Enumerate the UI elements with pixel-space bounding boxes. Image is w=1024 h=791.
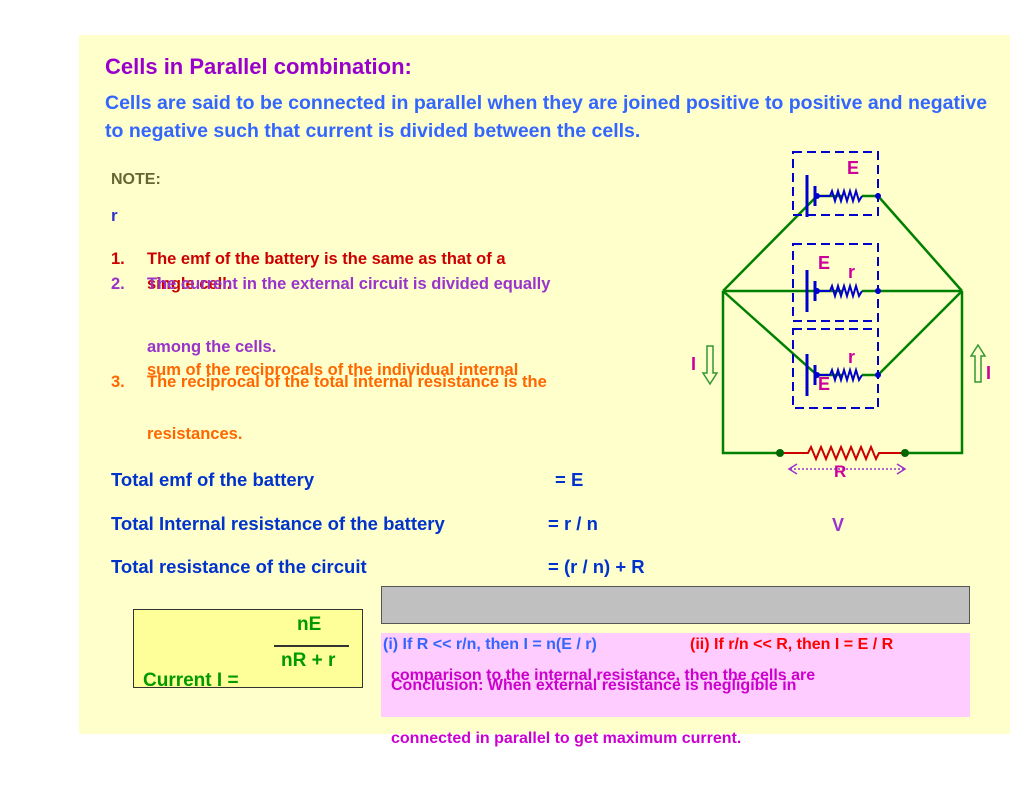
cell-box-2: [792, 243, 879, 322]
internal-label-r1: r: [848, 262, 856, 282]
note-r-label: r: [111, 206, 118, 225]
conclusion-box: [381, 633, 970, 717]
internal-resistors: [817, 187, 863, 384]
cell-box-3: [792, 328, 879, 409]
cell-plates: [805, 175, 817, 396]
note-label: NOTE:: [111, 171, 161, 188]
current-label-right: I: [986, 363, 992, 383]
voltage-label-v: V: [832, 515, 845, 535]
eq-emf-label: Total emf of the battery: [111, 469, 315, 490]
circuit-wires: [721, 194, 964, 455]
r-dimension-arrow: [787, 463, 907, 475]
case-2-text: (ii) If r/n << R, then I = E / R: [690, 636, 894, 653]
intro-text: Cells are said to be connected in parall…: [105, 92, 988, 142]
internal-label-r2: r: [848, 347, 856, 367]
eq-emf-value: = E: [555, 469, 584, 490]
item-2-number: 2.: [111, 275, 125, 293]
cell-box-1: [792, 151, 879, 216]
current-arrow-up: [969, 343, 987, 383]
formula-numerator: nE: [297, 614, 322, 635]
item-2-line2: among the cells.: [147, 338, 277, 356]
formula-denominator: nR + r: [281, 650, 336, 671]
cell-label-e1: E: [847, 158, 860, 178]
eq-internal-label: Total Internal resistance of the battery: [111, 513, 445, 534]
item-1-line2: single cell.: [147, 275, 232, 293]
eq-total-value: = (r / n) + R: [548, 556, 645, 577]
current-arrow-down: [701, 345, 719, 386]
item-3-line1: The reciprocal of the total internal res…: [147, 373, 547, 391]
item-3-number: 3.: [111, 373, 125, 391]
cell-label-e2: E: [818, 253, 831, 273]
gray-bar: [381, 586, 970, 624]
conclusion-overlap: comparison to the internal resistance, t…: [391, 667, 816, 684]
current-label-left: I: [691, 354, 697, 374]
external-label-r: R: [834, 462, 847, 481]
item-3-line2: resistances.: [147, 425, 243, 443]
current-formula-box: [133, 609, 363, 688]
item-3-overlap: sum of the reciprocals of the individual…: [147, 361, 519, 379]
fraction-bar: [274, 645, 349, 647]
conclusion-line1: Conclusion: When external resistance is …: [391, 677, 797, 694]
eq-total-label: Total resistance of the circuit: [111, 556, 367, 577]
item-2-line1: The current in the external circuit is d…: [147, 275, 551, 293]
item-1-number: 1.: [111, 250, 125, 268]
formula-label: Current I =: [143, 670, 239, 691]
cell-label-e3: E: [818, 374, 831, 394]
external-resistor: [780, 444, 905, 462]
slide-title: Cells in Parallel combination:: [105, 54, 412, 79]
conclusion-line2: connected in parallel to get maximum cur…: [391, 730, 742, 747]
eq-internal-value: = r / n: [548, 513, 598, 534]
case-1-text: (i) If R << r/n, then I = n(E / r): [383, 636, 597, 653]
item-1-line1: The emf of the battery is the same as th…: [147, 250, 506, 268]
